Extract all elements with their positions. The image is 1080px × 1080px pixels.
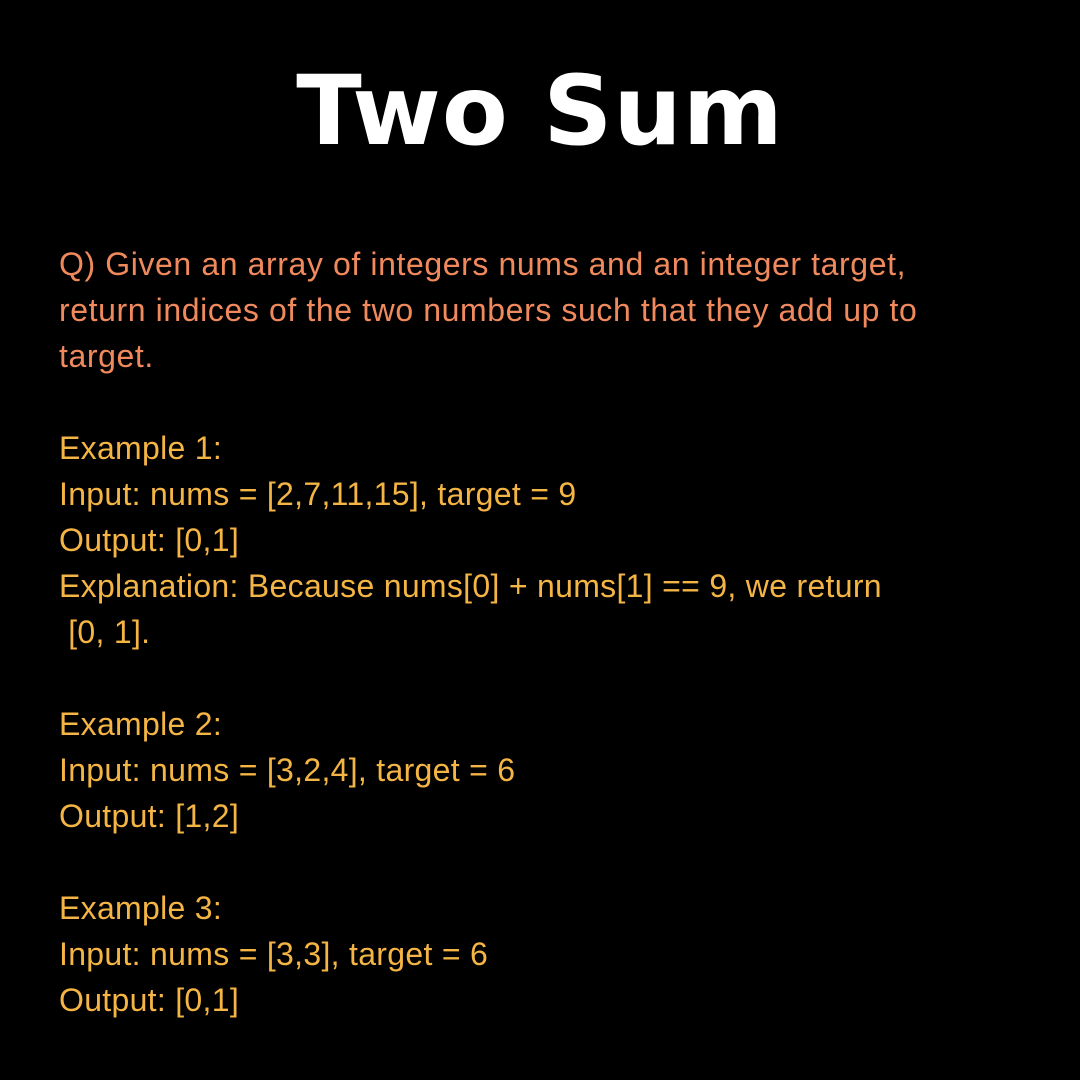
example-3: Example 3: Input: nums = [3,3], target =… bbox=[59, 885, 1039, 1023]
example-2-heading: Example 2: bbox=[59, 706, 223, 742]
example-2-input: Input: nums = [3,2,4], target = 6 bbox=[59, 752, 516, 788]
problem-statement-line-2: return indices of the two numbers such t… bbox=[59, 292, 918, 328]
problem-statement-line-3: target. bbox=[59, 338, 154, 374]
example-1-input: Input: nums = [2,7,11,15], target = 9 bbox=[59, 476, 577, 512]
page-title: Two Sum bbox=[296, 55, 784, 167]
example-1: Example 1: Input: nums = [2,7,11,15], ta… bbox=[59, 425, 1039, 655]
example-1-output: Output: [0,1] bbox=[59, 522, 240, 558]
example-2: Example 2: Input: nums = [3,2,4], target… bbox=[59, 701, 1039, 839]
example-3-input: Input: nums = [3,3], target = 6 bbox=[59, 936, 489, 972]
example-1-explanation: Explanation: Because nums[0] + nums[1] =… bbox=[59, 568, 882, 604]
problem-statement-line-1: Q) Given an array of integers nums and a… bbox=[59, 246, 907, 282]
example-2-output: Output: [1,2] bbox=[59, 798, 240, 834]
example-3-output: Output: [0,1] bbox=[59, 982, 240, 1018]
problem-statement: Q) Given an array of integers nums and a… bbox=[59, 241, 1039, 379]
example-3-heading: Example 3: bbox=[59, 890, 223, 926]
example-1-heading: Example 1: bbox=[59, 430, 223, 466]
example-1-explanation-continued: [0, 1]. bbox=[59, 614, 151, 650]
